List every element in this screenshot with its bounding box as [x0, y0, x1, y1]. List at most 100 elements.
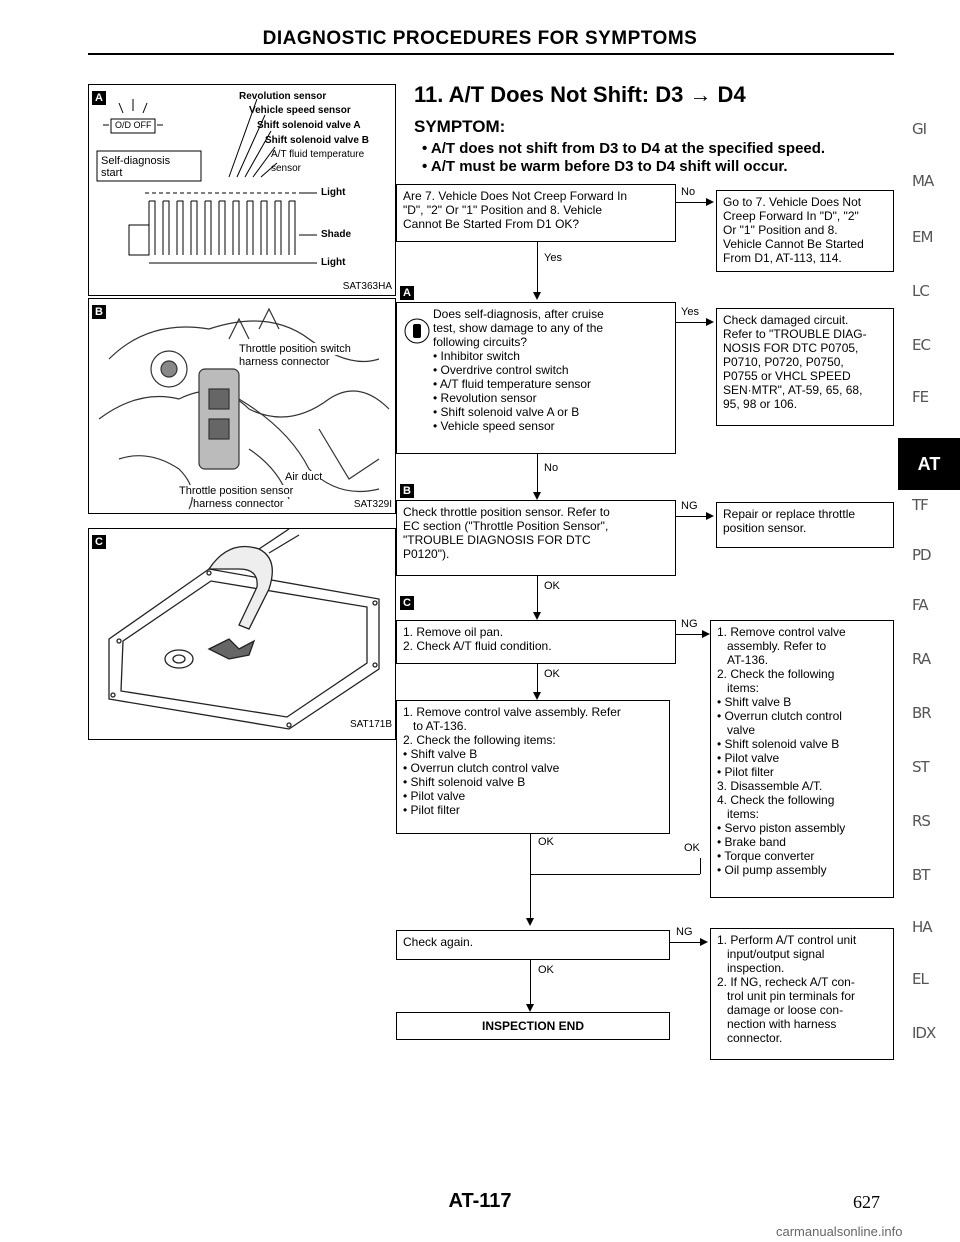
- r2-line: 95, 98 or 106.: [723, 397, 798, 411]
- side-index-lc[interactable]: LC: [912, 282, 930, 300]
- r4-ok-line: [700, 858, 701, 874]
- q3-ng-arrow: [706, 512, 714, 520]
- flow-result-r1: Go to 7. Vehicle Does Not Creep Forward …: [716, 190, 894, 272]
- label-revolution-sensor: Revolution sensor: [239, 91, 327, 102]
- side-index-ma[interactable]: MA: [912, 172, 934, 190]
- r4-line: 3. Disassemble A/T.: [717, 779, 823, 793]
- flow-tag-a: A: [400, 286, 414, 300]
- r6-line: damage or loose con-: [727, 1003, 844, 1017]
- side-index-gi[interactable]: GI: [912, 120, 927, 138]
- q1-no-label: No: [681, 186, 696, 198]
- flow-result-r6: 1. Perform A/T control unit input/output…: [710, 928, 894, 1060]
- q2-yes-arrow: [706, 318, 714, 326]
- side-index-br[interactable]: BR: [912, 704, 932, 722]
- r3-line: position sensor.: [723, 521, 807, 535]
- page-number: 627: [853, 1192, 880, 1212]
- side-index-ec[interactable]: EC: [912, 336, 931, 354]
- q4-ng-label: NG: [681, 618, 698, 630]
- figure-a-drawing: [96, 98, 317, 264]
- side-index-fe[interactable]: FE: [912, 388, 929, 406]
- side-index-pd[interactable]: PD: [912, 546, 932, 564]
- symptom-line-2: • A/T must be warm before D3 to D4 shift…: [422, 158, 788, 175]
- r6-line: nection with harness: [727, 1017, 837, 1031]
- q5-line: 2. Check the following items:: [403, 733, 556, 747]
- figure-b-tag: B: [92, 305, 106, 319]
- label-harness-connector-1: harness connector: [239, 356, 330, 368]
- r4-line: • Shift valve B: [717, 695, 792, 709]
- r1-line: Vehicle Cannot Be Started: [723, 237, 864, 251]
- q2-no-arrow: [533, 492, 541, 500]
- q4-ng-line: [676, 634, 706, 635]
- r2-line: Refer to "TROUBLE DIAG-: [723, 327, 867, 341]
- r4-line: valve: [727, 723, 756, 737]
- side-index-fa[interactable]: FA: [912, 596, 928, 614]
- label-shift-solenoid-a: Shift solenoid valve A: [257, 120, 361, 131]
- flow-tag-b: B: [400, 484, 414, 498]
- flow-result-r3: Repair or replace throttle position sens…: [716, 502, 894, 548]
- r6-line: connector.: [727, 1031, 783, 1045]
- r2-line: P0755 or VHCL SPEED: [723, 369, 851, 383]
- side-index-at-active[interactable]: AT: [898, 438, 960, 490]
- q5-line: • Pilot valve: [403, 789, 466, 803]
- label-shift-solenoid-b: Shift solenoid valve B: [265, 135, 369, 146]
- q5-line: • Shift valve B: [403, 747, 478, 761]
- q6-ng-label: NG: [676, 926, 693, 938]
- q3-ok-line: [537, 576, 538, 612]
- q2-yes-line: [676, 322, 710, 323]
- label-vehicle-speed-sensor: Vehicle speed sensor: [249, 105, 351, 116]
- side-index-bt[interactable]: BT: [912, 866, 930, 884]
- r1-line: Or "1" Position and 8.: [723, 223, 838, 237]
- figure-c-drawing: [108, 529, 380, 730]
- q4-ok-line: [537, 664, 538, 694]
- side-index-em[interactable]: EM: [912, 228, 933, 246]
- r2-line: Check damaged circuit.: [723, 313, 849, 327]
- figure-c-code: SAT171B: [349, 719, 392, 730]
- r4-line: assembly. Refer to: [727, 639, 827, 653]
- q4-ng-arrow: [702, 630, 710, 638]
- q2-line: Does self-diagnosis, after cruise: [433, 307, 604, 321]
- q2-line: • Inhibitor switch: [433, 349, 520, 363]
- r1-line: From D1, AT-113, 114.: [723, 251, 842, 265]
- q6-ok-label: OK: [538, 964, 554, 976]
- q3-line: "TROUBLE DIAGNOSIS FOR DTC: [403, 533, 591, 547]
- label-light-1: Light: [321, 187, 346, 198]
- r6-line: 2. If NG, recheck A/T con-: [717, 975, 855, 989]
- side-index-ra[interactable]: RA: [912, 650, 931, 668]
- side-index-idx[interactable]: IDX: [912, 1024, 936, 1042]
- q2-line: • Overdrive control switch: [433, 363, 569, 377]
- r6-line: inspection.: [727, 961, 785, 975]
- q4-ok-arrow: [533, 692, 541, 700]
- q5-line: • Shift solenoid valve B: [403, 775, 526, 789]
- side-index-st[interactable]: ST: [912, 758, 930, 776]
- flow-step-q6: Check again.: [396, 930, 670, 960]
- side-index-el[interactable]: EL: [912, 970, 929, 988]
- r4-line: 2. Check the following: [717, 667, 835, 681]
- q1-line: "D", "2" Or "1" Position and 8. Vehicle: [403, 203, 602, 217]
- q2-no-label: No: [544, 462, 559, 474]
- flow-step-q5: 1. Remove control valve assembly. Refer …: [396, 700, 670, 834]
- q3-ok-arrow: [533, 612, 541, 620]
- r2-line: NOSIS FOR DTC P0705,: [723, 341, 859, 355]
- figure-a-tag: A: [92, 91, 106, 105]
- header-rule: [88, 53, 894, 55]
- label-fluid-temp: A/T fluid temperature: [271, 149, 365, 160]
- r4-line: 1. Remove control valve: [717, 625, 846, 639]
- figure-b-drawing: [98, 307, 390, 510]
- q5-line: • Pilot filter: [403, 803, 460, 817]
- q5-ok-label: OK: [538, 836, 554, 848]
- r4-line: • Shift solenoid valve B: [717, 737, 840, 751]
- side-index-tf[interactable]: TF: [912, 496, 929, 514]
- side-index-ha[interactable]: HA: [912, 918, 933, 936]
- q5-line: 1. Remove control valve assembly. Refer: [403, 705, 621, 719]
- procedure-title: 11. A/T Does Not Shift: D3 → D4: [414, 82, 746, 107]
- r6-line: trol unit pin terminals for: [727, 989, 856, 1003]
- q4-line: 1. Remove oil pan.: [403, 625, 504, 639]
- side-index-rs[interactable]: RS: [912, 812, 931, 830]
- q4-line: 2. Check A/T fluid condition.: [403, 639, 552, 653]
- r4-line: • Pilot valve: [717, 751, 780, 765]
- r4-line: • Brake band: [717, 835, 786, 849]
- page-footer-code: AT-117: [448, 1190, 512, 1212]
- q6-ng-line: [670, 942, 704, 943]
- flow-step-q1: Are 7. Vehicle Does Not Creep Forward In…: [396, 184, 676, 242]
- r4-line: • Pilot filter: [717, 765, 774, 779]
